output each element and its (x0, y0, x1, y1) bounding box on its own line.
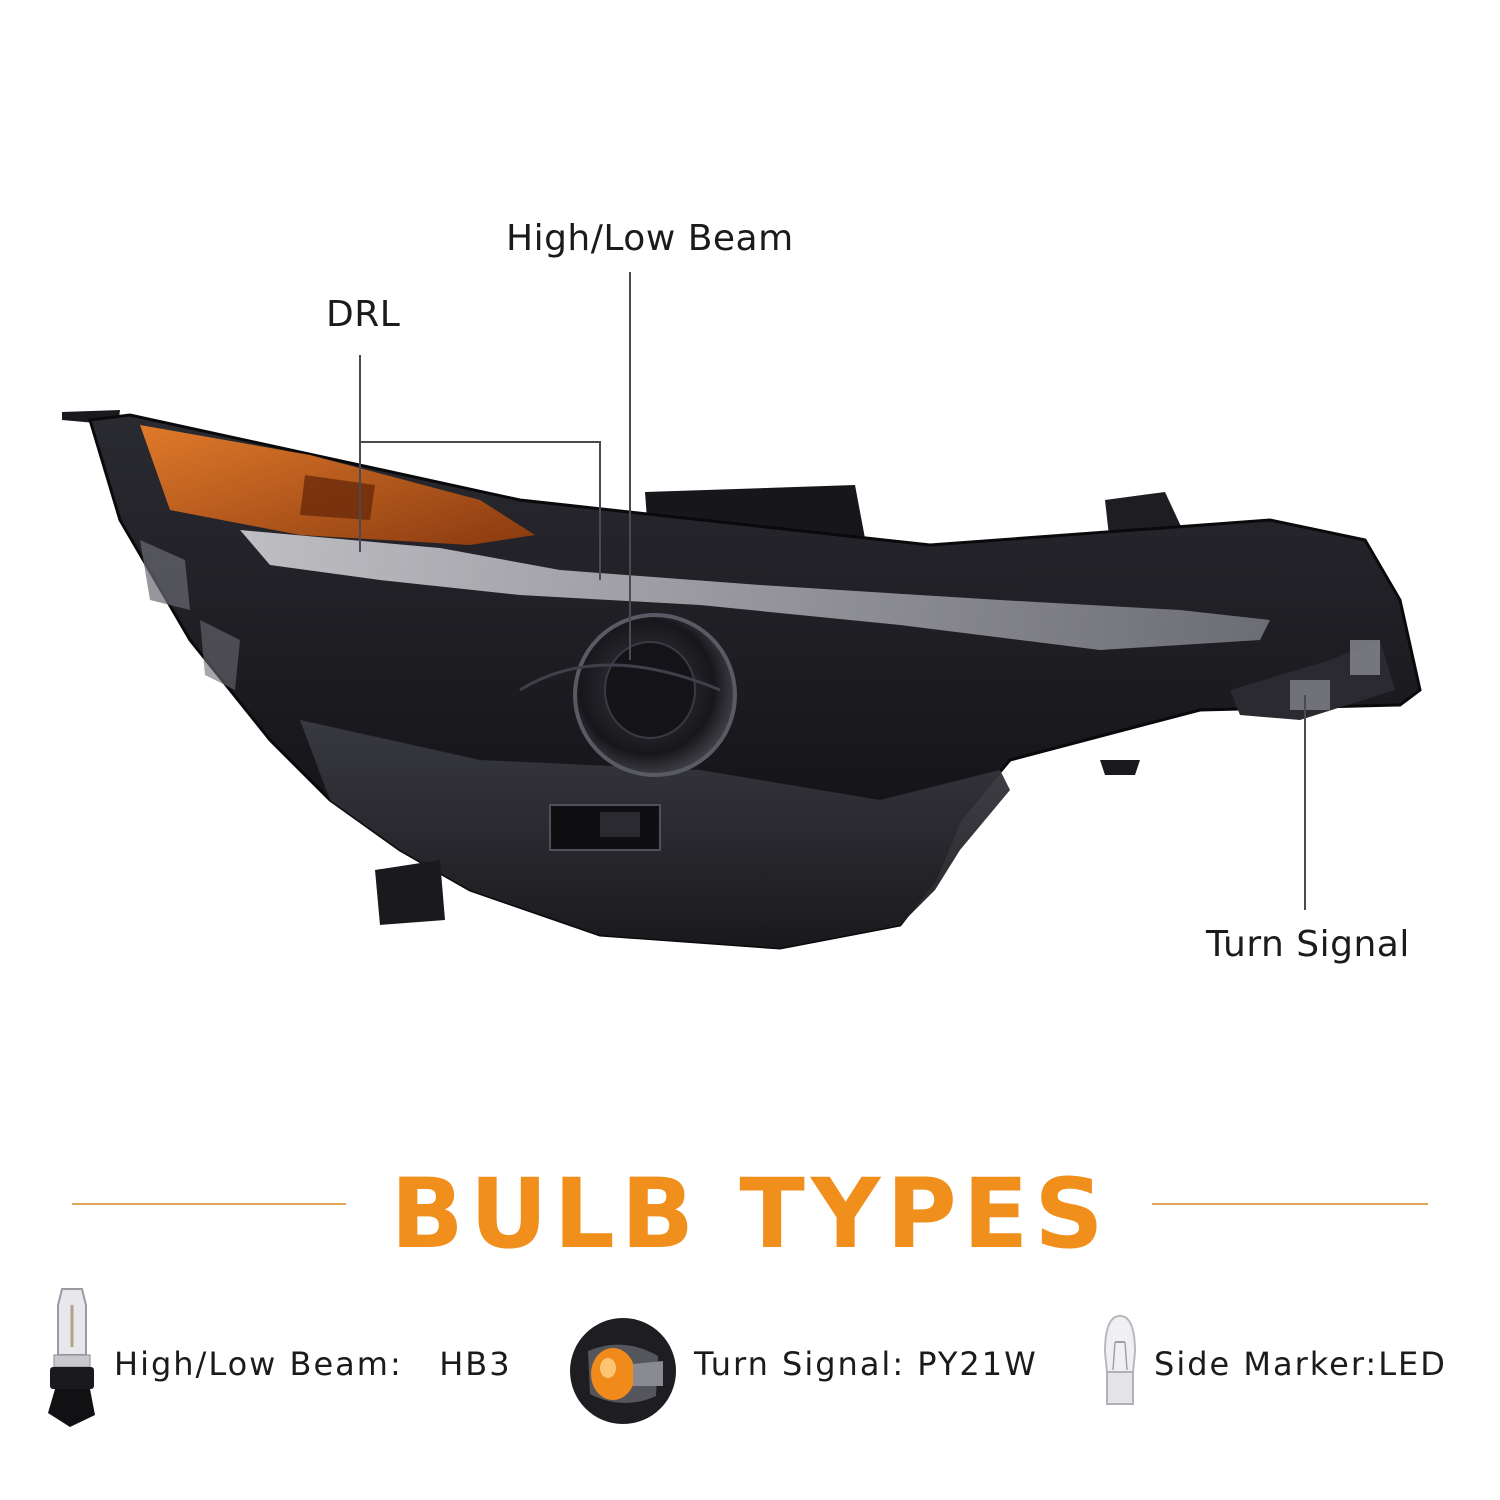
heading-divider-right (1152, 1203, 1428, 1205)
high-low-beam-callout: High/Low Beam (506, 218, 794, 259)
bulb-label: Turn Signal: (694, 1345, 906, 1383)
bulb-item-high-low-beam: High/Low Beam: HB3 (114, 1345, 512, 1383)
drl-callout: DRL (326, 294, 401, 335)
bulb-value: HB3 (439, 1345, 512, 1383)
bulb-item-side-marker: Side Marker:LED (1154, 1345, 1447, 1383)
amber-bulb-icon (570, 1318, 676, 1424)
bulb-item-turn-signal: Turn Signal: PY21W (694, 1345, 1038, 1383)
halogen-bulb-icon (48, 1288, 95, 1427)
bulb-value: LED (1378, 1345, 1447, 1383)
heading-divider-left (72, 1203, 346, 1205)
bulb-label: High/Low Beam: (114, 1345, 403, 1383)
bulb-label: Side Marker: (1154, 1345, 1379, 1383)
section-heading: BULB TYPES (390, 1158, 1110, 1270)
bulb-value: PY21W (917, 1345, 1038, 1383)
headlight-image (62, 272, 1422, 950)
turn-signal-callout: Turn Signal (1206, 924, 1410, 965)
wedge-bulb-icon (1103, 1314, 1137, 1405)
